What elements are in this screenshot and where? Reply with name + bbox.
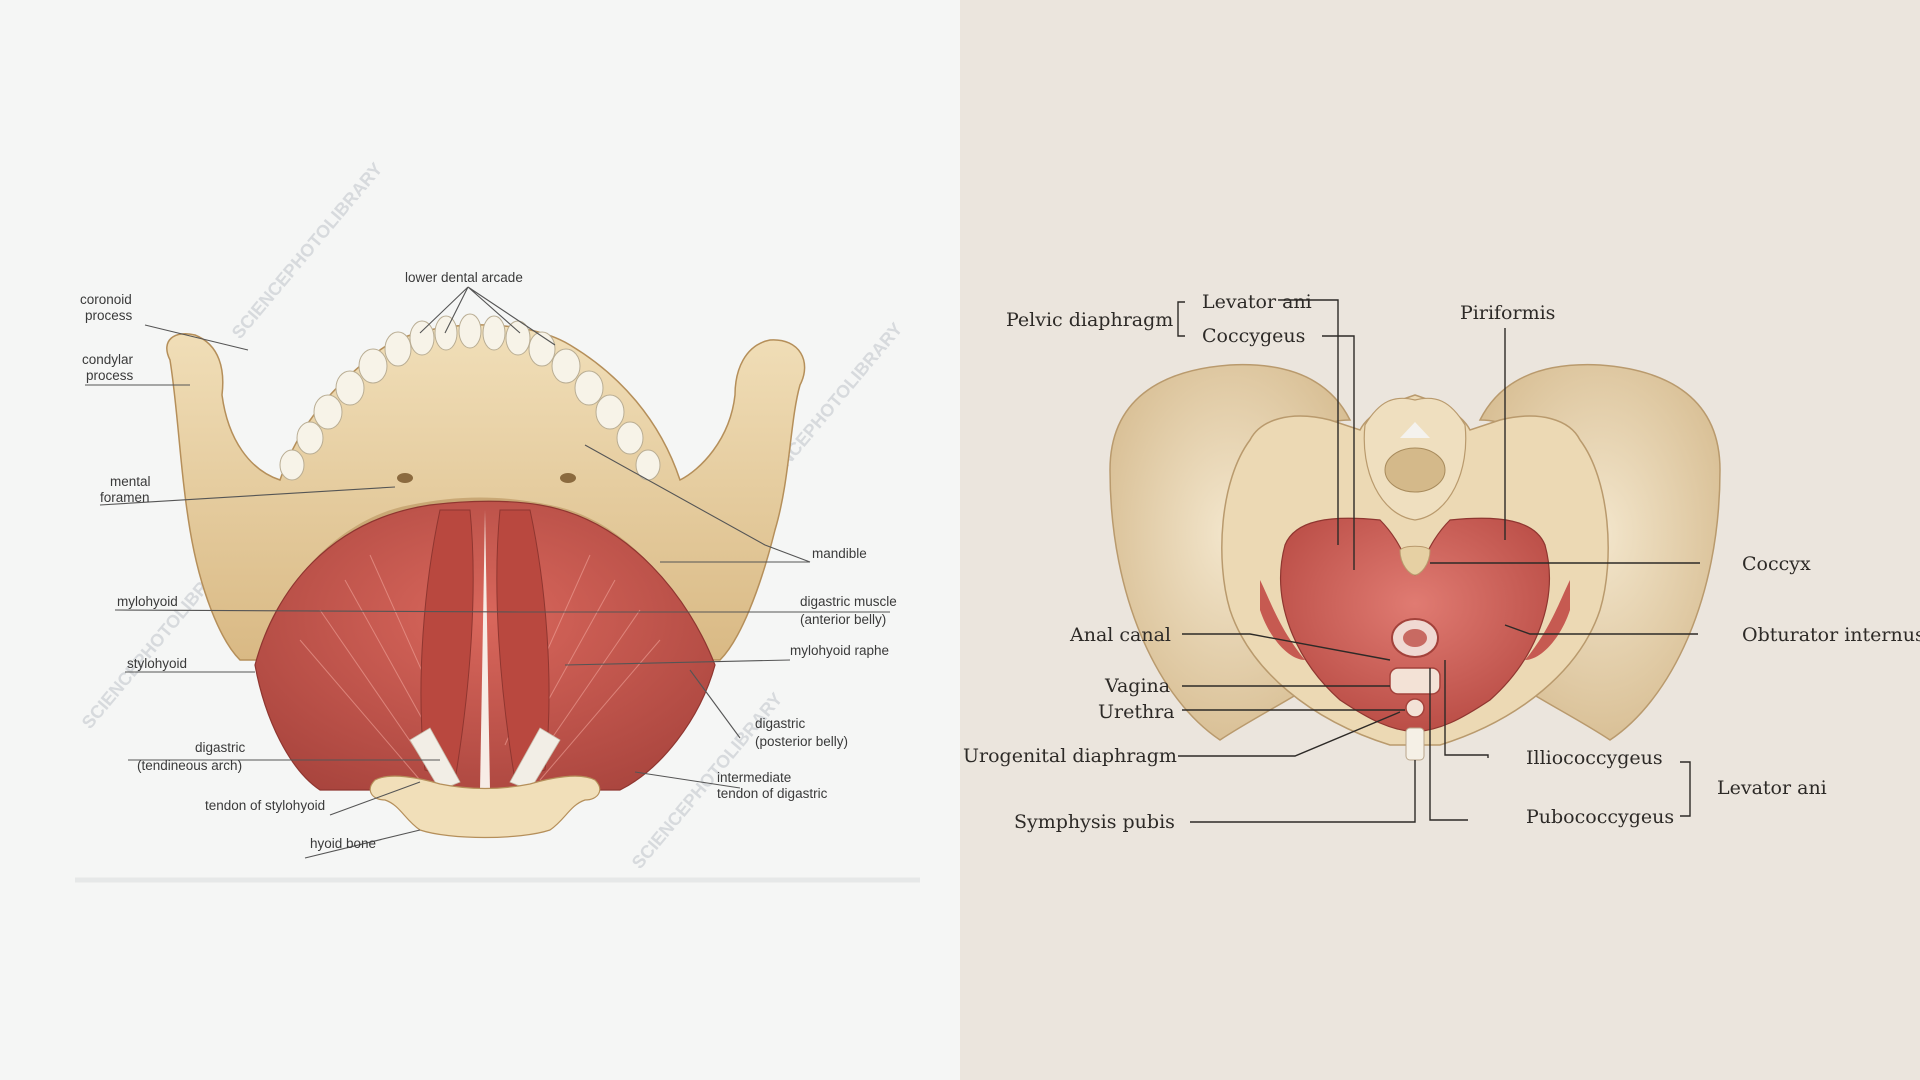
label-obturator-internus: Obturator internus [1742, 624, 1920, 646]
label-symphysis-pubis: Symphysis pubis [1014, 811, 1175, 833]
label-intermediate-tendon: intermediate [717, 770, 791, 785]
label-vagina: Vagina [1104, 675, 1170, 697]
digastric-tendon-left [409, 727, 461, 791]
mylohyoid-raphe [480, 510, 490, 790]
label-pelvic-diaphragm: Pelvic diaphragm [1006, 309, 1173, 331]
label-condylar-process: process [86, 368, 134, 383]
label-levator-ani-top: Levator ani [1202, 291, 1312, 313]
mental-foramen-left [397, 473, 413, 483]
label-condylar-process: condylar [82, 352, 134, 367]
label-urogenital-diaphragm: Urogenital diaphragm [963, 745, 1177, 767]
label-lower-dental-arcade: lower dental arcade [405, 270, 523, 285]
label-mandible: mandible [812, 546, 867, 561]
label-stylohyoid: stylohyoid [127, 656, 187, 671]
mandible-leader-lines [85, 286, 890, 859]
label-digastric-posterior: digastric [755, 716, 806, 731]
label-digastric-arch: digastric [195, 740, 246, 755]
label-anal-canal: Anal canal [1069, 624, 1171, 646]
label-hyoid-bone: hyoid bone [310, 836, 376, 851]
label-urethra: Urethra [1098, 701, 1175, 723]
vagina-opening [1389, 667, 1441, 695]
obturator-internus-left [1260, 580, 1305, 660]
label-mental-foramen: foramen [100, 490, 150, 505]
label-mental-foramen: mental [110, 474, 151, 489]
label-digastric-anterior: digastric muscle [800, 594, 897, 609]
pelvis-illustration: Pelvic diaphragm Levator ani Coccygeus P… [963, 291, 1920, 833]
watermark: SCIENCEPHOTOLIBRARY [228, 159, 387, 343]
label-coccyx: Coccyx [1742, 553, 1811, 575]
mental-foramen-right [560, 473, 576, 483]
label-coccygeus: Coccygeus [1202, 325, 1305, 347]
label-tendon-of-stylohyoid: tendon of stylohyoid [205, 798, 325, 813]
mandible-diagram-panel: SCIENCEPHOTOLIBRARY SCIENCEPHOTOLIBRARY … [75, 158, 920, 883]
digastric-anterior-belly-right [496, 509, 550, 781]
mandible-illustration: SCIENCEPHOTOLIBRARY SCIENCEPHOTOLIBRARY … [75, 159, 920, 883]
label-mylohyoid-raphe: mylohyoid raphe [790, 643, 889, 658]
label-coronoid-process: process [85, 308, 133, 323]
obturator-internus-right [1525, 580, 1570, 660]
label-illiococcygeus: Illiococcygeus [1526, 747, 1663, 769]
label-digastric-arch: (tendineous arch) [137, 758, 242, 773]
label-intermediate-tendon: tendon of digastric [717, 786, 828, 801]
label-levator-ani-bottom: Levator ani [1717, 777, 1827, 799]
label-coronoid-process: coronoid [80, 292, 132, 307]
anal-canal-inner [1403, 629, 1427, 647]
hyoid-bone [369, 775, 601, 839]
label-pubococcygeus: Pubococcygeus [1526, 806, 1674, 828]
label-digastric-posterior: (posterior belly) [755, 734, 848, 749]
label-mylohyoid: mylohyoid [117, 594, 178, 609]
label-digastric-anterior: (anterior belly) [800, 612, 886, 627]
sacral-body [1384, 447, 1446, 493]
coccyx [1399, 545, 1431, 576]
urethra-opening [1405, 698, 1425, 718]
pelvic-diagram-panel: Pelvic diaphragm Levator ani Coccygeus P… [960, 0, 1920, 1080]
pelvis-leader-lines [1177, 299, 1700, 823]
symphysis-pubis [1405, 727, 1425, 761]
digastric-tendon-right [509, 727, 561, 791]
vertebral-foramen [1400, 422, 1430, 438]
label-piriformis: Piriformis [1460, 302, 1555, 324]
